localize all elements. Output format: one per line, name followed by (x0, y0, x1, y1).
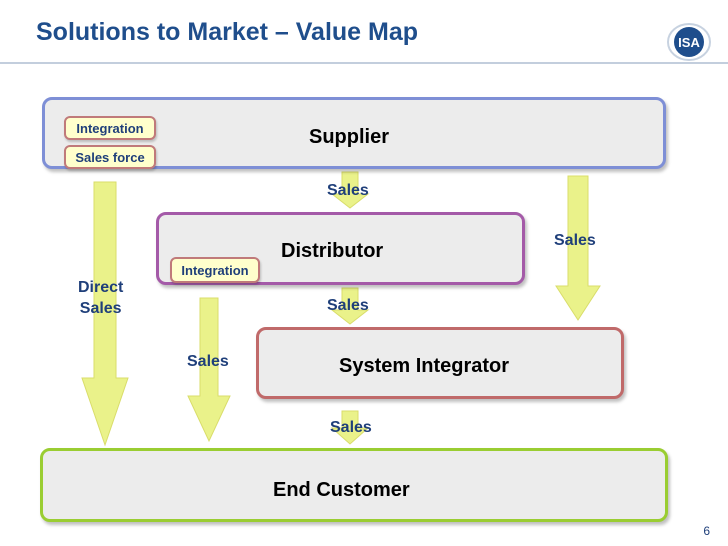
direct-sales-arrow (81, 181, 129, 447)
supplier-distributor-arrow (330, 171, 370, 209)
end-customer-label: End Customer (273, 479, 410, 501)
system-integrator-label: System Integrator (339, 355, 510, 377)
sales-label-supplier-distributor: Sales (327, 182, 369, 199)
logo-text: ISA (678, 35, 700, 50)
title-divider (0, 62, 728, 64)
distributor-integrator-arrow (330, 287, 370, 325)
direct-sales-line1: Direct (78, 279, 124, 296)
distributor-integration-tag: Integration (170, 257, 260, 283)
sales-label-supplier-integrator: Sales (554, 232, 596, 249)
supplier-label: Supplier (309, 126, 390, 148)
sales-label-distributor-integrator: Sales (327, 297, 369, 314)
sales-label-integrator-customer: Sales (330, 419, 372, 436)
page-title: Solutions to Market – Value Map (36, 18, 419, 46)
direct-sales-label: Direct Sales (78, 277, 123, 319)
distributor-customer-arrow (187, 297, 231, 443)
end-customer-box: End Customer (40, 448, 668, 522)
sales-label-distributor-customer: Sales (187, 353, 229, 370)
distributor-label: Distributor (281, 240, 384, 262)
page-number: 6 (703, 524, 710, 538)
integrator-customer-arrow (330, 410, 370, 445)
supplier-integration-tag: Integration (64, 116, 156, 140)
direct-sales-line2: Sales (79, 300, 122, 317)
isa-logo: ISA (667, 23, 711, 61)
supplier-integrator-arrow (555, 175, 601, 321)
system-integrator-box: System Integrator (256, 327, 624, 399)
supplier-sales-force-tag: Sales force (64, 145, 156, 169)
